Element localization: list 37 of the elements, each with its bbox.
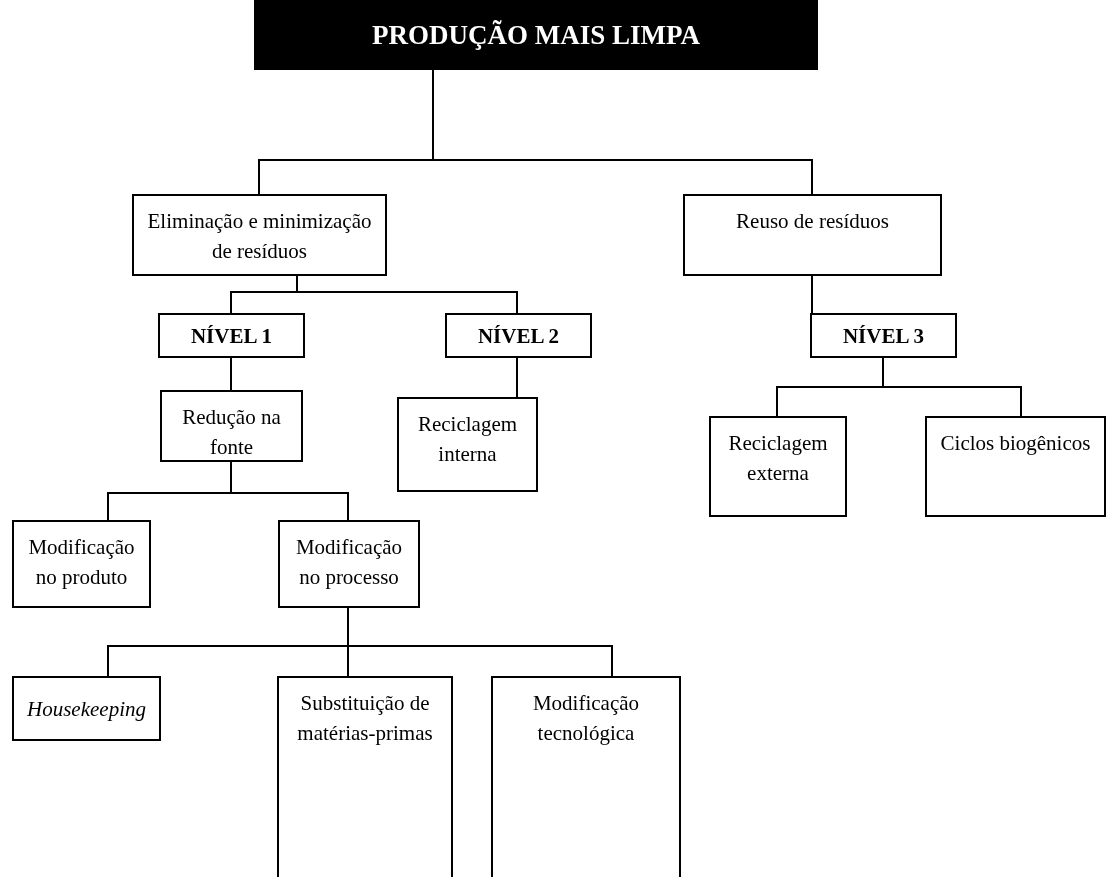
connector-line	[296, 275, 518, 314]
connector-line	[347, 607, 613, 677]
node-label: Modificação tecnológica	[531, 690, 641, 747]
category-box	[12, 676, 161, 741]
connector-line	[230, 357, 232, 391]
category-box	[12, 520, 151, 608]
node-label: Housekeeping	[27, 695, 146, 723]
level-box	[810, 313, 957, 358]
category-box	[160, 390, 303, 462]
node-label: Substituição de matérias-primas	[296, 690, 434, 747]
level-box	[445, 313, 592, 358]
category-box	[278, 520, 420, 608]
node-label: Reuso de resíduos	[736, 208, 889, 235]
node-label: NÍVEL 2	[477, 322, 560, 350]
category-box	[925, 416, 1106, 517]
connector-line	[230, 461, 349, 521]
node-label: Modificação no produto	[27, 534, 136, 591]
node-label: PRODUÇÃO MAIS LIMPA	[372, 20, 700, 50]
level-box	[158, 313, 305, 358]
connector-line	[811, 275, 813, 314]
category-box	[397, 397, 538, 492]
node-label: NÍVEL 1	[190, 322, 273, 350]
category-box	[277, 676, 453, 877]
connector-line	[882, 357, 1022, 417]
node-label: Reciclagem interna	[416, 411, 519, 468]
category-box	[683, 194, 942, 276]
category-box	[132, 194, 387, 276]
node-label: Ciclos biogênicos	[940, 430, 1091, 457]
category-box	[491, 676, 681, 877]
connector-line	[516, 357, 518, 398]
node-label: Eliminação e minimização de resíduos	[146, 208, 373, 265]
node-label: Redução na fonte	[181, 404, 282, 461]
node-label: NÍVEL 3	[842, 322, 925, 350]
node-label: Reciclagem externa	[727, 430, 829, 487]
category-box	[709, 416, 847, 517]
title-box	[254, 0, 818, 70]
node-label: Modificação no processo	[294, 534, 404, 591]
